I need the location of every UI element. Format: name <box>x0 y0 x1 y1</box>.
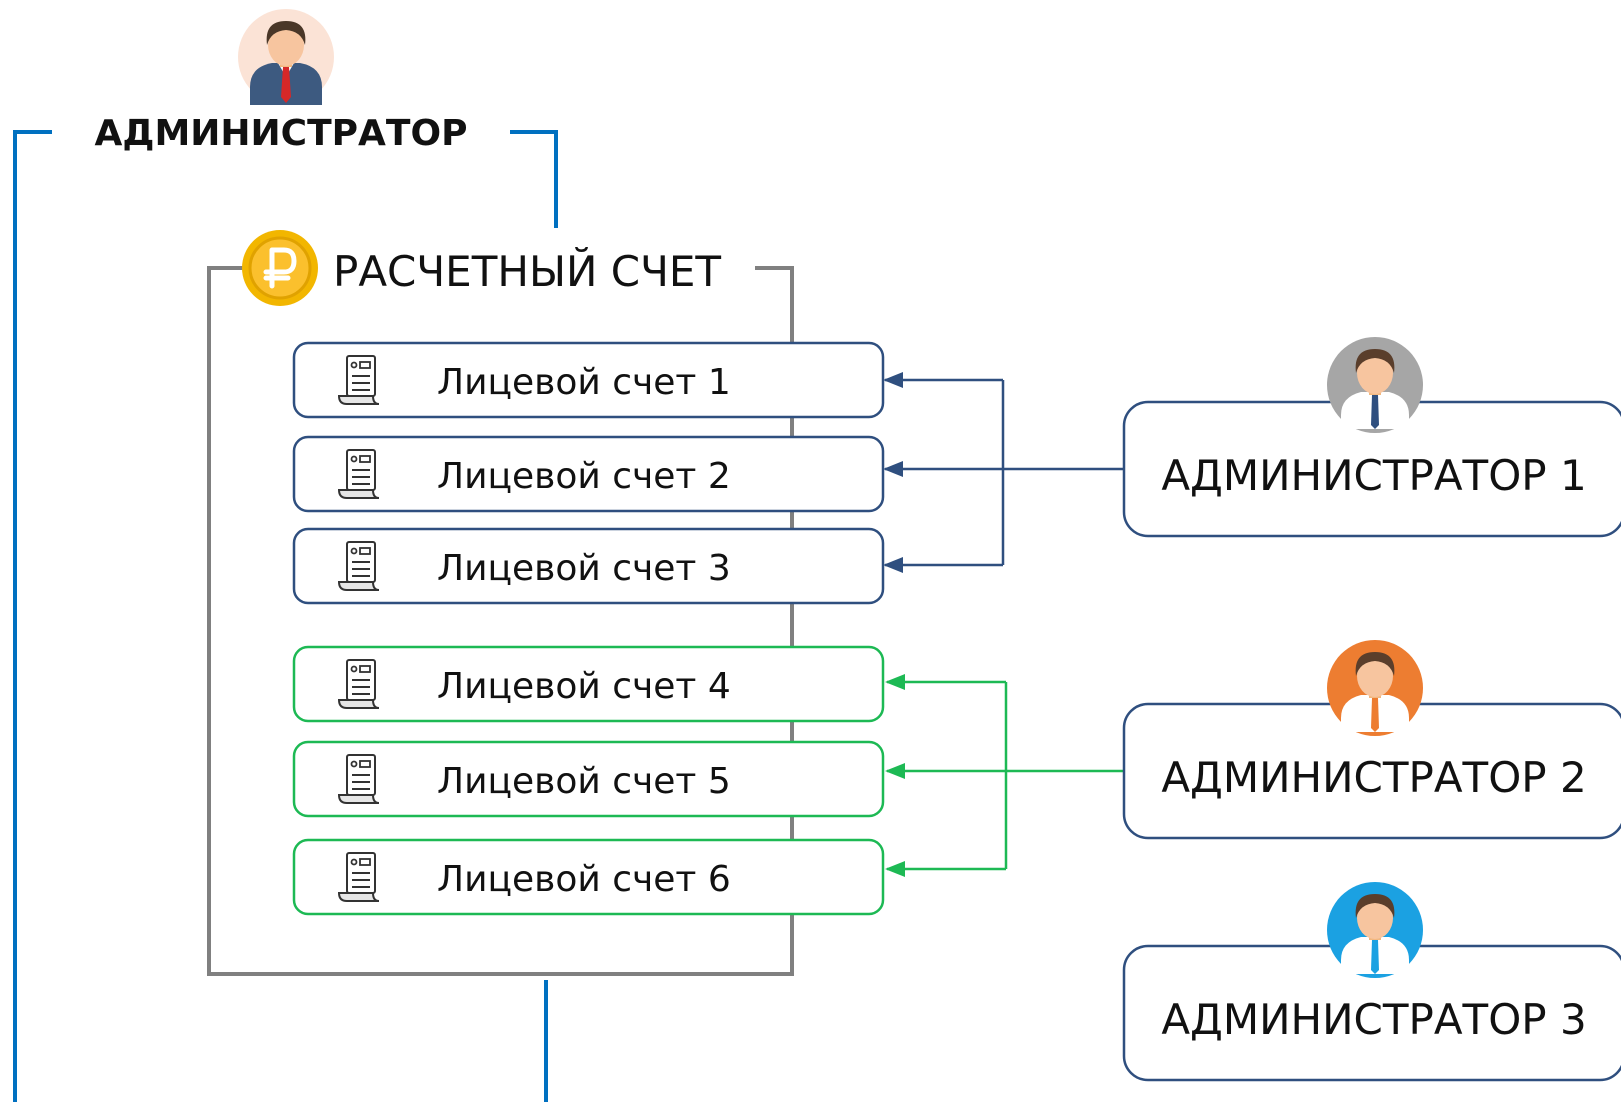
administrator-label: АДМИНИСТРАТОР 1 <box>1161 451 1586 500</box>
personal-account-1: Лицевой счет 1 <box>292 341 885 419</box>
document-icon <box>337 852 380 902</box>
settlement-account-label: РАСЧЕТНЫЙ СЧЕТ <box>333 246 721 296</box>
personal-account-5: Лицевой счет 5 <box>292 740 885 818</box>
administrator-3: АДМИНИСТРАТОР 3 <box>1122 882 1621 1082</box>
personal-account-label: Лицевой счет 2 <box>437 456 731 497</box>
personal-account-label: Лицевой счет 6 <box>437 859 731 900</box>
document-icon <box>337 541 380 591</box>
personal-account-label: Лицевой счет 4 <box>437 666 731 707</box>
administrator-2: АДМИНИСТРАТОР 2 <box>1122 640 1621 840</box>
document-icon <box>337 659 380 709</box>
personal-account-label: Лицевой счет 3 <box>437 548 731 589</box>
administrator-label: АДМИНИСТРАТОР 3 <box>1161 995 1586 1044</box>
document-icon <box>337 449 380 499</box>
man-avatar-icon <box>1327 882 1423 978</box>
admin-1-connectors <box>883 372 1124 573</box>
document-icon <box>337 754 380 804</box>
personal-account-4: Лицевой счет 4 <box>292 645 885 723</box>
administrator-1: АДМИНИСТРАТОР 1 <box>1122 337 1621 538</box>
personal-account-2: Лицевой счет 2 <box>292 435 885 513</box>
man-avatar-icon <box>1327 337 1423 433</box>
ruble-coin-icon <box>242 230 318 306</box>
man-avatar-icon <box>1327 640 1423 736</box>
admin-2-connectors <box>885 674 1124 877</box>
personal-account-6: Лицевой счет 6 <box>292 838 885 916</box>
administrator-label: АДМИНИСТРАТОР 2 <box>1161 753 1586 802</box>
super-admin-frame <box>13 130 558 1102</box>
super-admin-avatar <box>238 9 334 105</box>
document-icon <box>337 355 380 405</box>
personal-account-3: Лицевой счет 3 <box>292 527 885 605</box>
settlement-account-frame <box>207 266 794 976</box>
personal-account-label: Лицевой счет 1 <box>437 362 731 403</box>
personal-account-label: Лицевой счет 5 <box>437 761 731 802</box>
super-admin-label: АДМИНИСТРАТОР <box>95 113 468 154</box>
